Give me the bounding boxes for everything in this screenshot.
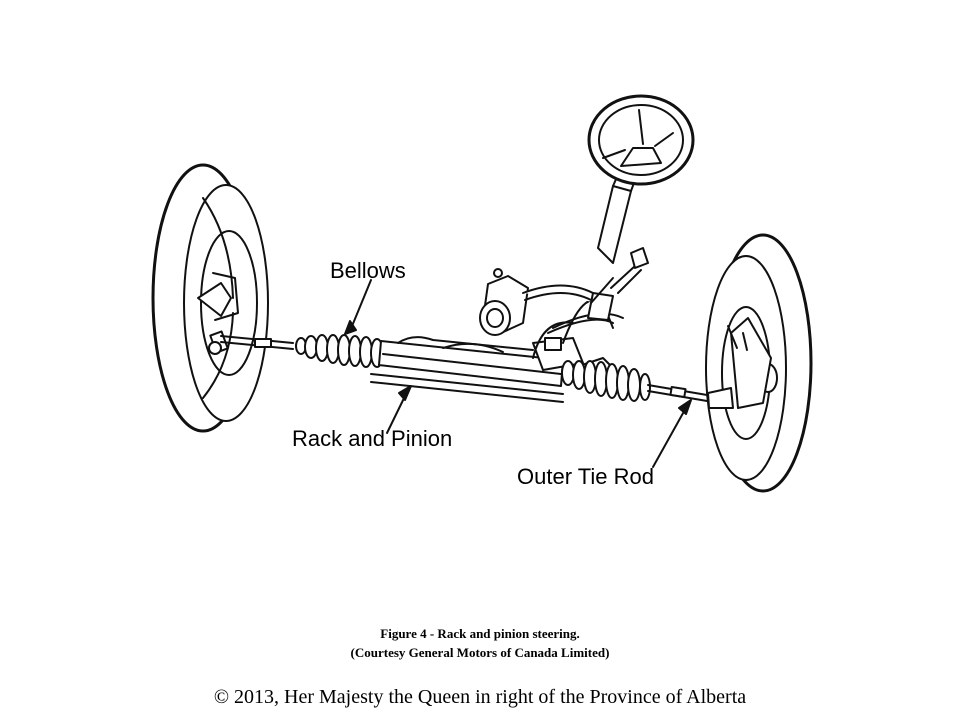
outer-tie-rod-label: Outer Tie Rod	[517, 464, 654, 489]
rack-and-pinion-label: Rack and Pinion	[292, 426, 453, 451]
figure-caption: Figure 4 - Rack and pinion steering. (Co…	[0, 624, 960, 662]
bellows-label: Bellows	[330, 258, 406, 283]
left-bellows	[295, 334, 384, 368]
pinion-assembly	[532, 298, 624, 371]
steering-diagram	[143, 88, 816, 498]
rack-housing	[370, 336, 564, 403]
steering-wheel	[587, 94, 695, 186]
steering-pump	[479, 268, 604, 336]
right-bellows	[561, 360, 651, 402]
steering-column	[587, 167, 649, 321]
copyright-footer: © 2013, Her Majesty the Queen in right o…	[213, 686, 747, 708]
callout-arrows	[344, 279, 692, 468]
caption-credit: (Courtesy General Motors of Canada Limit…	[350, 645, 610, 660]
right-wheel	[705, 233, 813, 493]
left-tie-rod	[220, 335, 294, 350]
left-wheel	[151, 163, 269, 433]
caption-title: Figure 4 - Rack and pinion steering.	[380, 626, 580, 641]
right-tie-rod	[647, 384, 734, 409]
